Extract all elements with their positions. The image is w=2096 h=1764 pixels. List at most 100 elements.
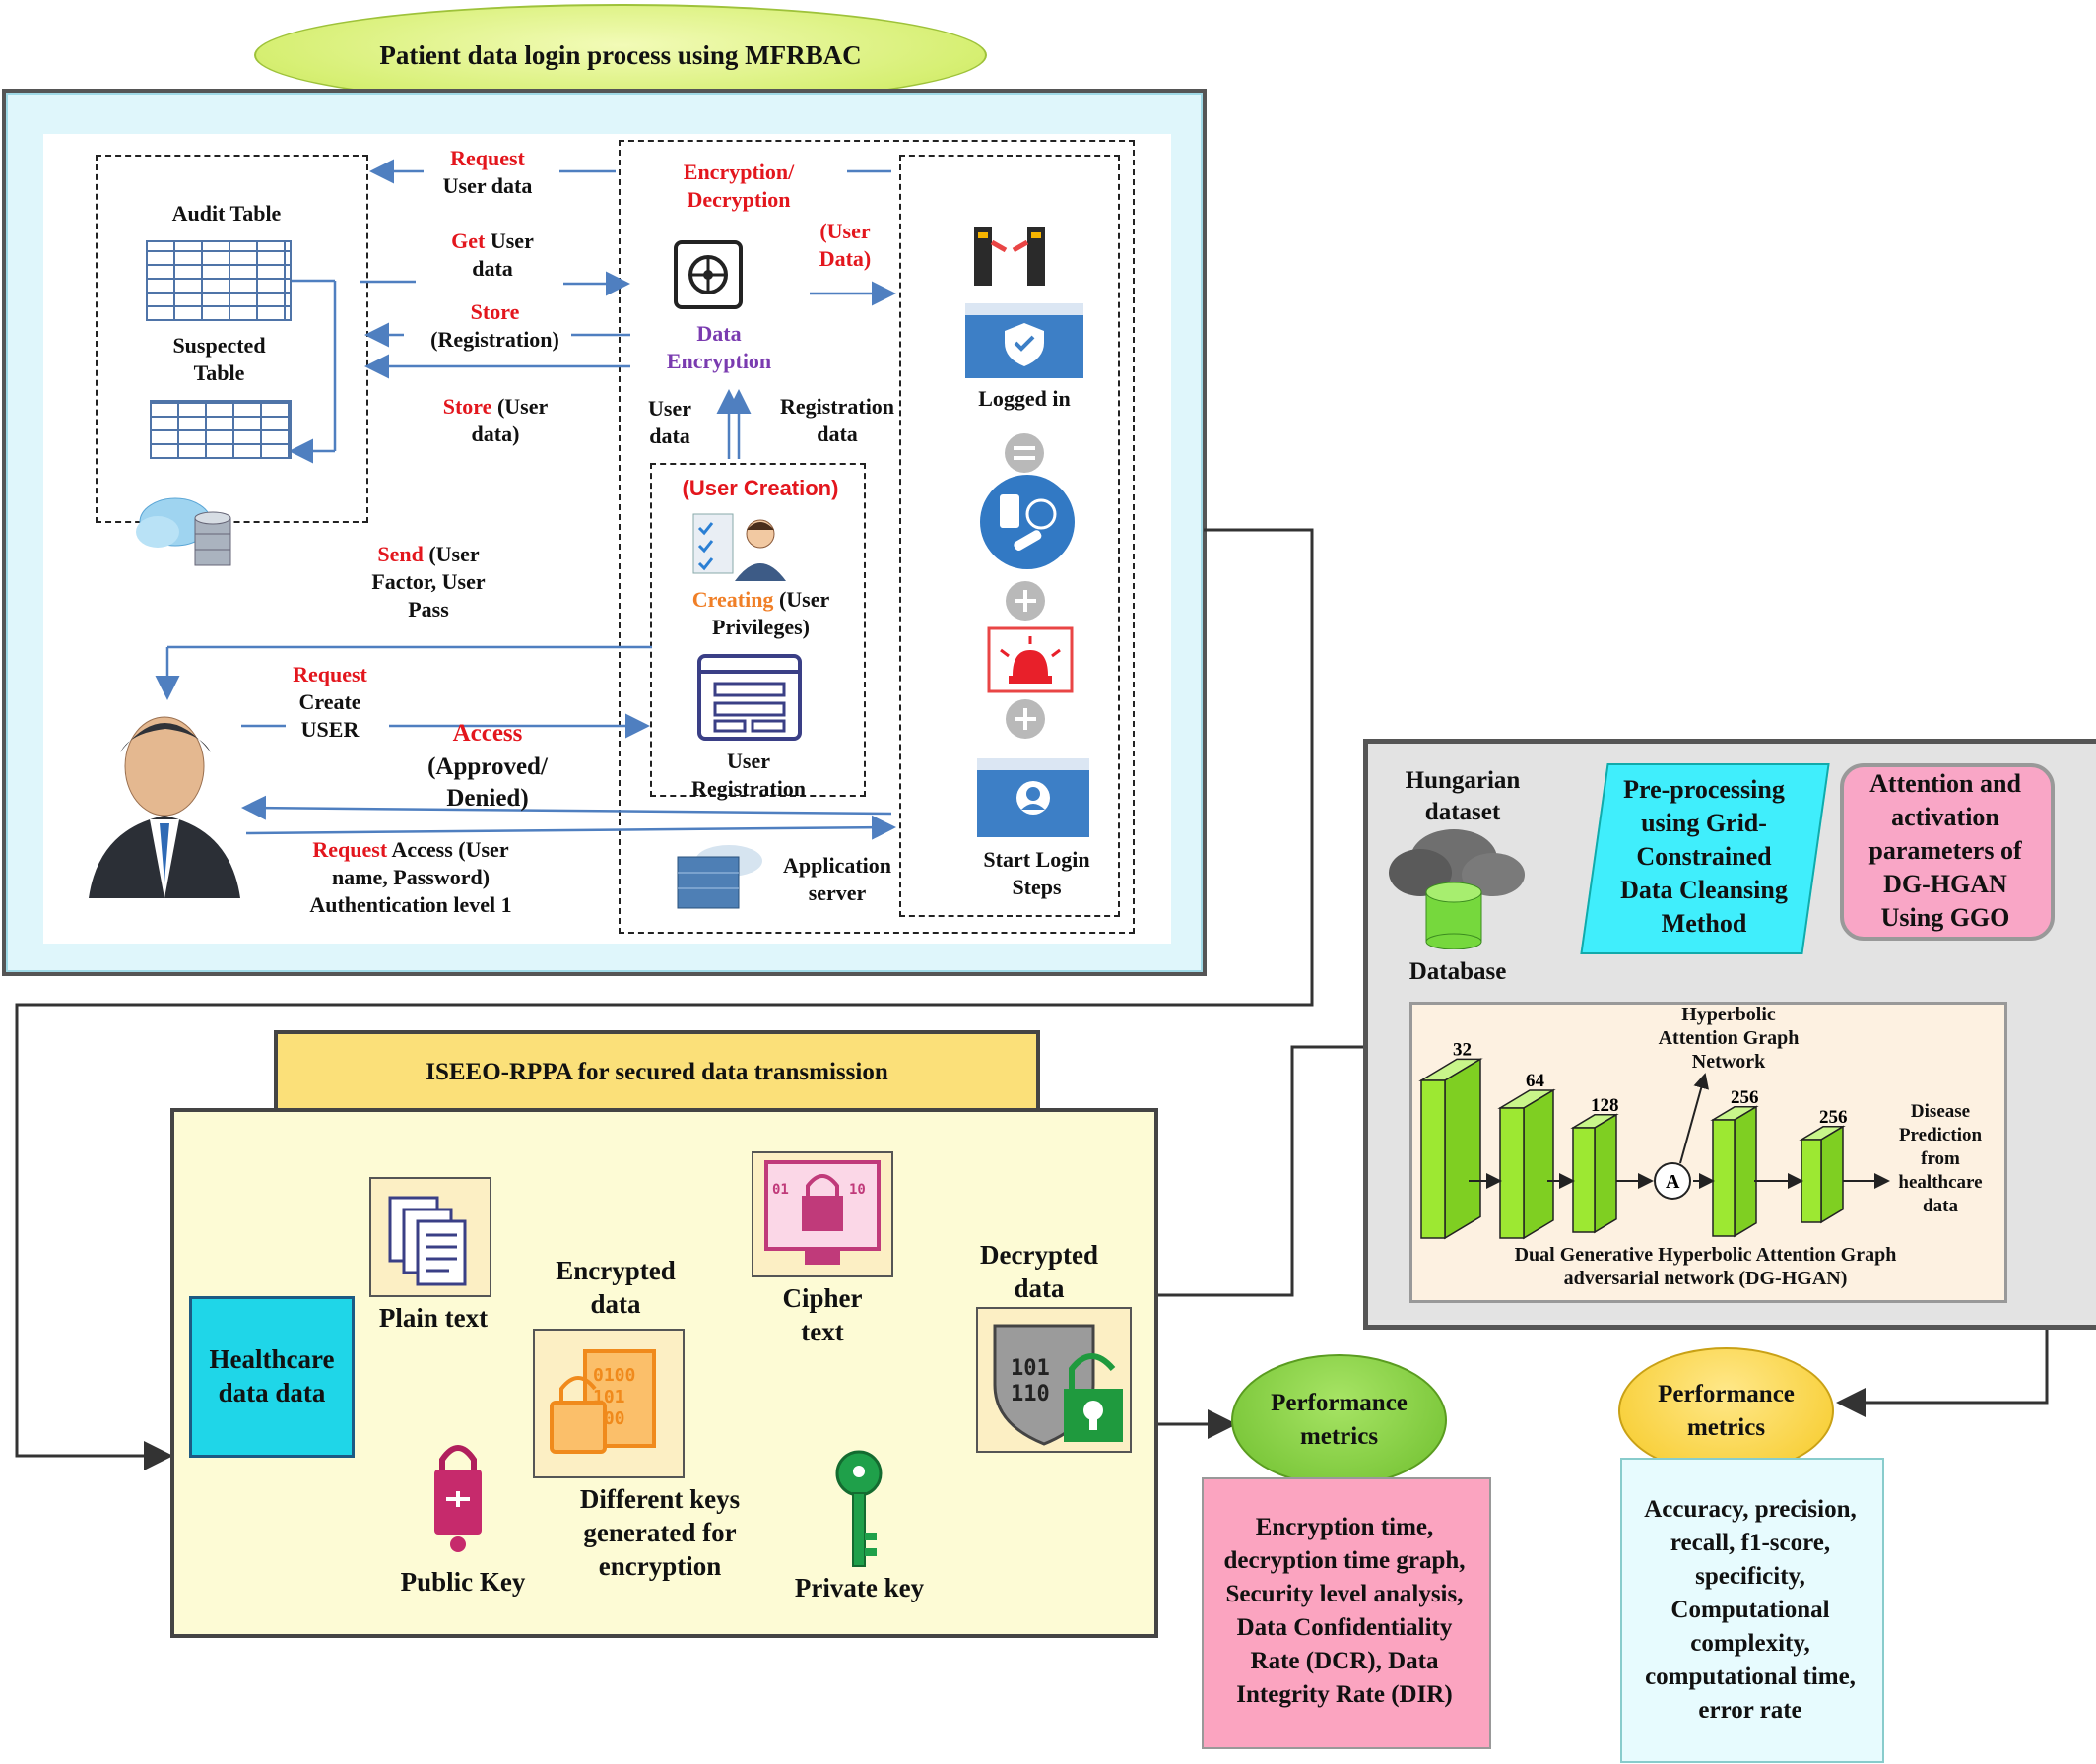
- public-key-lock-icon: [434, 1445, 482, 1552]
- perf-right-label-2: metrics: [1686, 1413, 1766, 1441]
- svg-text:01: 01: [772, 1182, 789, 1198]
- access-label-2: (Approved/: [427, 753, 548, 780]
- svg-text:10: 10: [849, 1182, 866, 1198]
- cloud-database-icon-2: [1389, 829, 1525, 949]
- layer-side-4: [1820, 1125, 1844, 1224]
- perf-left-label-2: metrics: [1299, 1423, 1379, 1450]
- store-word: Store: [442, 394, 492, 419]
- dghgan-network-box: [1409, 1002, 2007, 1303]
- perf-left-m5: Rate (DCR), Data: [1250, 1648, 1439, 1674]
- attention-node: [1654, 1162, 1691, 1200]
- attention-pointer: [1679, 1073, 1709, 1164]
- request-create-label-2: Create: [298, 689, 361, 714]
- registration-form-icon: [697, 654, 802, 741]
- user-data-up-label-1: User: [648, 396, 691, 421]
- user-registration-label-2: Registration: [690, 776, 807, 801]
- shield-check-icon: [965, 303, 1083, 378]
- cipher-text-label-2: text: [801, 1317, 844, 1346]
- plain-text-label: Plain text: [378, 1303, 489, 1333]
- perf-ellipse-right: Performance metrics: [1618, 1347, 1834, 1474]
- document-stack-icon: [369, 1177, 491, 1297]
- send-word: Send: [377, 542, 424, 566]
- perf-ellipse-left: Performance metrics: [1231, 1354, 1447, 1486]
- get-user-word: User: [485, 229, 534, 253]
- perf-left-label-1: Performance: [1271, 1390, 1408, 1417]
- user-data-paren-2: Data): [819, 246, 872, 271]
- application-server-label-2: server: [808, 881, 867, 905]
- perf-left-m4: Data Confidentiality: [1236, 1614, 1453, 1641]
- perf-right-m2: recall, f1-score,: [1670, 1530, 1831, 1556]
- layer-front-3: [1712, 1119, 1736, 1237]
- iseeo-title: ISEEO-RPPA for secured data transmission: [426, 1059, 888, 1085]
- user-data-paren-1: (User: [819, 219, 871, 243]
- different-keys-label-2: generated for: [583, 1518, 737, 1547]
- attention-label-2: activation: [1891, 803, 1999, 831]
- send-label: Send (User: [340, 542, 517, 567]
- audit-table-grid: [146, 240, 292, 321]
- send-factor-label: Factor, User: [371, 569, 486, 594]
- access-user-word: Access (User: [387, 837, 509, 862]
- creating-word: Creating: [691, 587, 774, 612]
- encrypted-data-label-1: Encrypted: [556, 1256, 676, 1285]
- perf-left-m6: Integrity Rate (DIR): [1236, 1681, 1453, 1708]
- creating-label: Creating (User: [655, 587, 867, 613]
- suspected-table-grid: [150, 400, 292, 459]
- disease-label-2: Prediction: [1898, 1125, 1983, 1145]
- turnstile-icon: [974, 227, 1045, 286]
- attention-label-4: DG-HGAN: [1883, 870, 2007, 898]
- public-key-label: Public Key: [400, 1567, 526, 1597]
- request-label: Request: [450, 146, 525, 170]
- start-login-label-1: Start Login: [983, 847, 1090, 872]
- different-keys-label-1: Different keys: [579, 1484, 741, 1514]
- layer-size-label-2: 128: [1591, 1095, 1619, 1116]
- profile-card-icon: [977, 758, 1089, 837]
- cloud-database-icon: [136, 497, 231, 566]
- request-access-label-2: name, Password): [331, 865, 491, 889]
- attention-box: [1840, 763, 2055, 941]
- alarm-icon: [987, 626, 1074, 693]
- svg-text:110: 110: [1011, 1382, 1050, 1406]
- access-label-1: Access: [452, 720, 523, 747]
- layer-size-label-1: 64: [1526, 1071, 1545, 1091]
- perf-right-m1: Accuracy, precision,: [1644, 1496, 1857, 1523]
- audit-table-label: Audit Table: [171, 201, 282, 226]
- iseeo-bar: ISEEO-RPPA for secured data transmission: [274, 1030, 1040, 1115]
- svg-text:101: 101: [1011, 1356, 1050, 1381]
- store-registration-label: (Registration): [430, 327, 559, 352]
- data-encryption-label-2: Encryption: [666, 349, 772, 373]
- perf-left-box: [1202, 1477, 1491, 1749]
- perf-left-m2: decryption time graph,: [1223, 1547, 1466, 1574]
- equals-icon: [1005, 433, 1044, 473]
- request-create-label-3: USER: [300, 717, 360, 742]
- layer-size-label-4: 256: [1819, 1107, 1848, 1128]
- attention-label-3: parameters of: [1868, 836, 2022, 865]
- attention-label-5: Using GGO: [1880, 903, 2010, 932]
- preprocessing-label-3: Constrained: [1636, 842, 1772, 871]
- perf-right-m3: specificity,: [1695, 1563, 1805, 1590]
- perf-right-box: [1620, 1458, 1884, 1763]
- disease-label-1: Disease: [1910, 1101, 1971, 1122]
- request-access-label-3: Authentication level 1: [309, 892, 512, 917]
- creating-user-word: (User: [773, 587, 830, 612]
- perf-right-m6: computational time,: [1645, 1664, 1856, 1690]
- database-label: Database: [1408, 958, 1507, 985]
- user-avatar-icon: [89, 716, 240, 898]
- store-user-word: (User: [491, 394, 549, 419]
- get-data-label: data: [472, 256, 513, 281]
- hungarian-label-2: dataset: [1424, 799, 1501, 825]
- perf-right-m4: Computational: [1670, 1597, 1830, 1623]
- get-user-label: Get User: [424, 229, 561, 254]
- hagn-label-2: Attention Graph: [1658, 1027, 1800, 1049]
- data-encryption-label-1: Data: [696, 321, 742, 346]
- hagn-label-1: Hyperbolic: [1681, 1004, 1776, 1025]
- application-server-icon: [677, 845, 762, 909]
- cipher-lock-screen-icon: 01 10: [752, 1151, 893, 1277]
- decrypted-data-label-1: Decrypted: [980, 1240, 1098, 1270]
- user-creation-frame: [650, 463, 866, 797]
- dghgan-label-1: Dual Generative Hyperbolic Attention Gra…: [1514, 1244, 1897, 1266]
- private-key-icon: [835, 1450, 883, 1567]
- store-user-label: Store (User: [422, 394, 569, 420]
- perf-left-m1: Encryption time,: [1255, 1514, 1434, 1540]
- suspected-label-2: Table: [193, 360, 245, 385]
- enc-dec-label-2: Decryption: [687, 187, 791, 212]
